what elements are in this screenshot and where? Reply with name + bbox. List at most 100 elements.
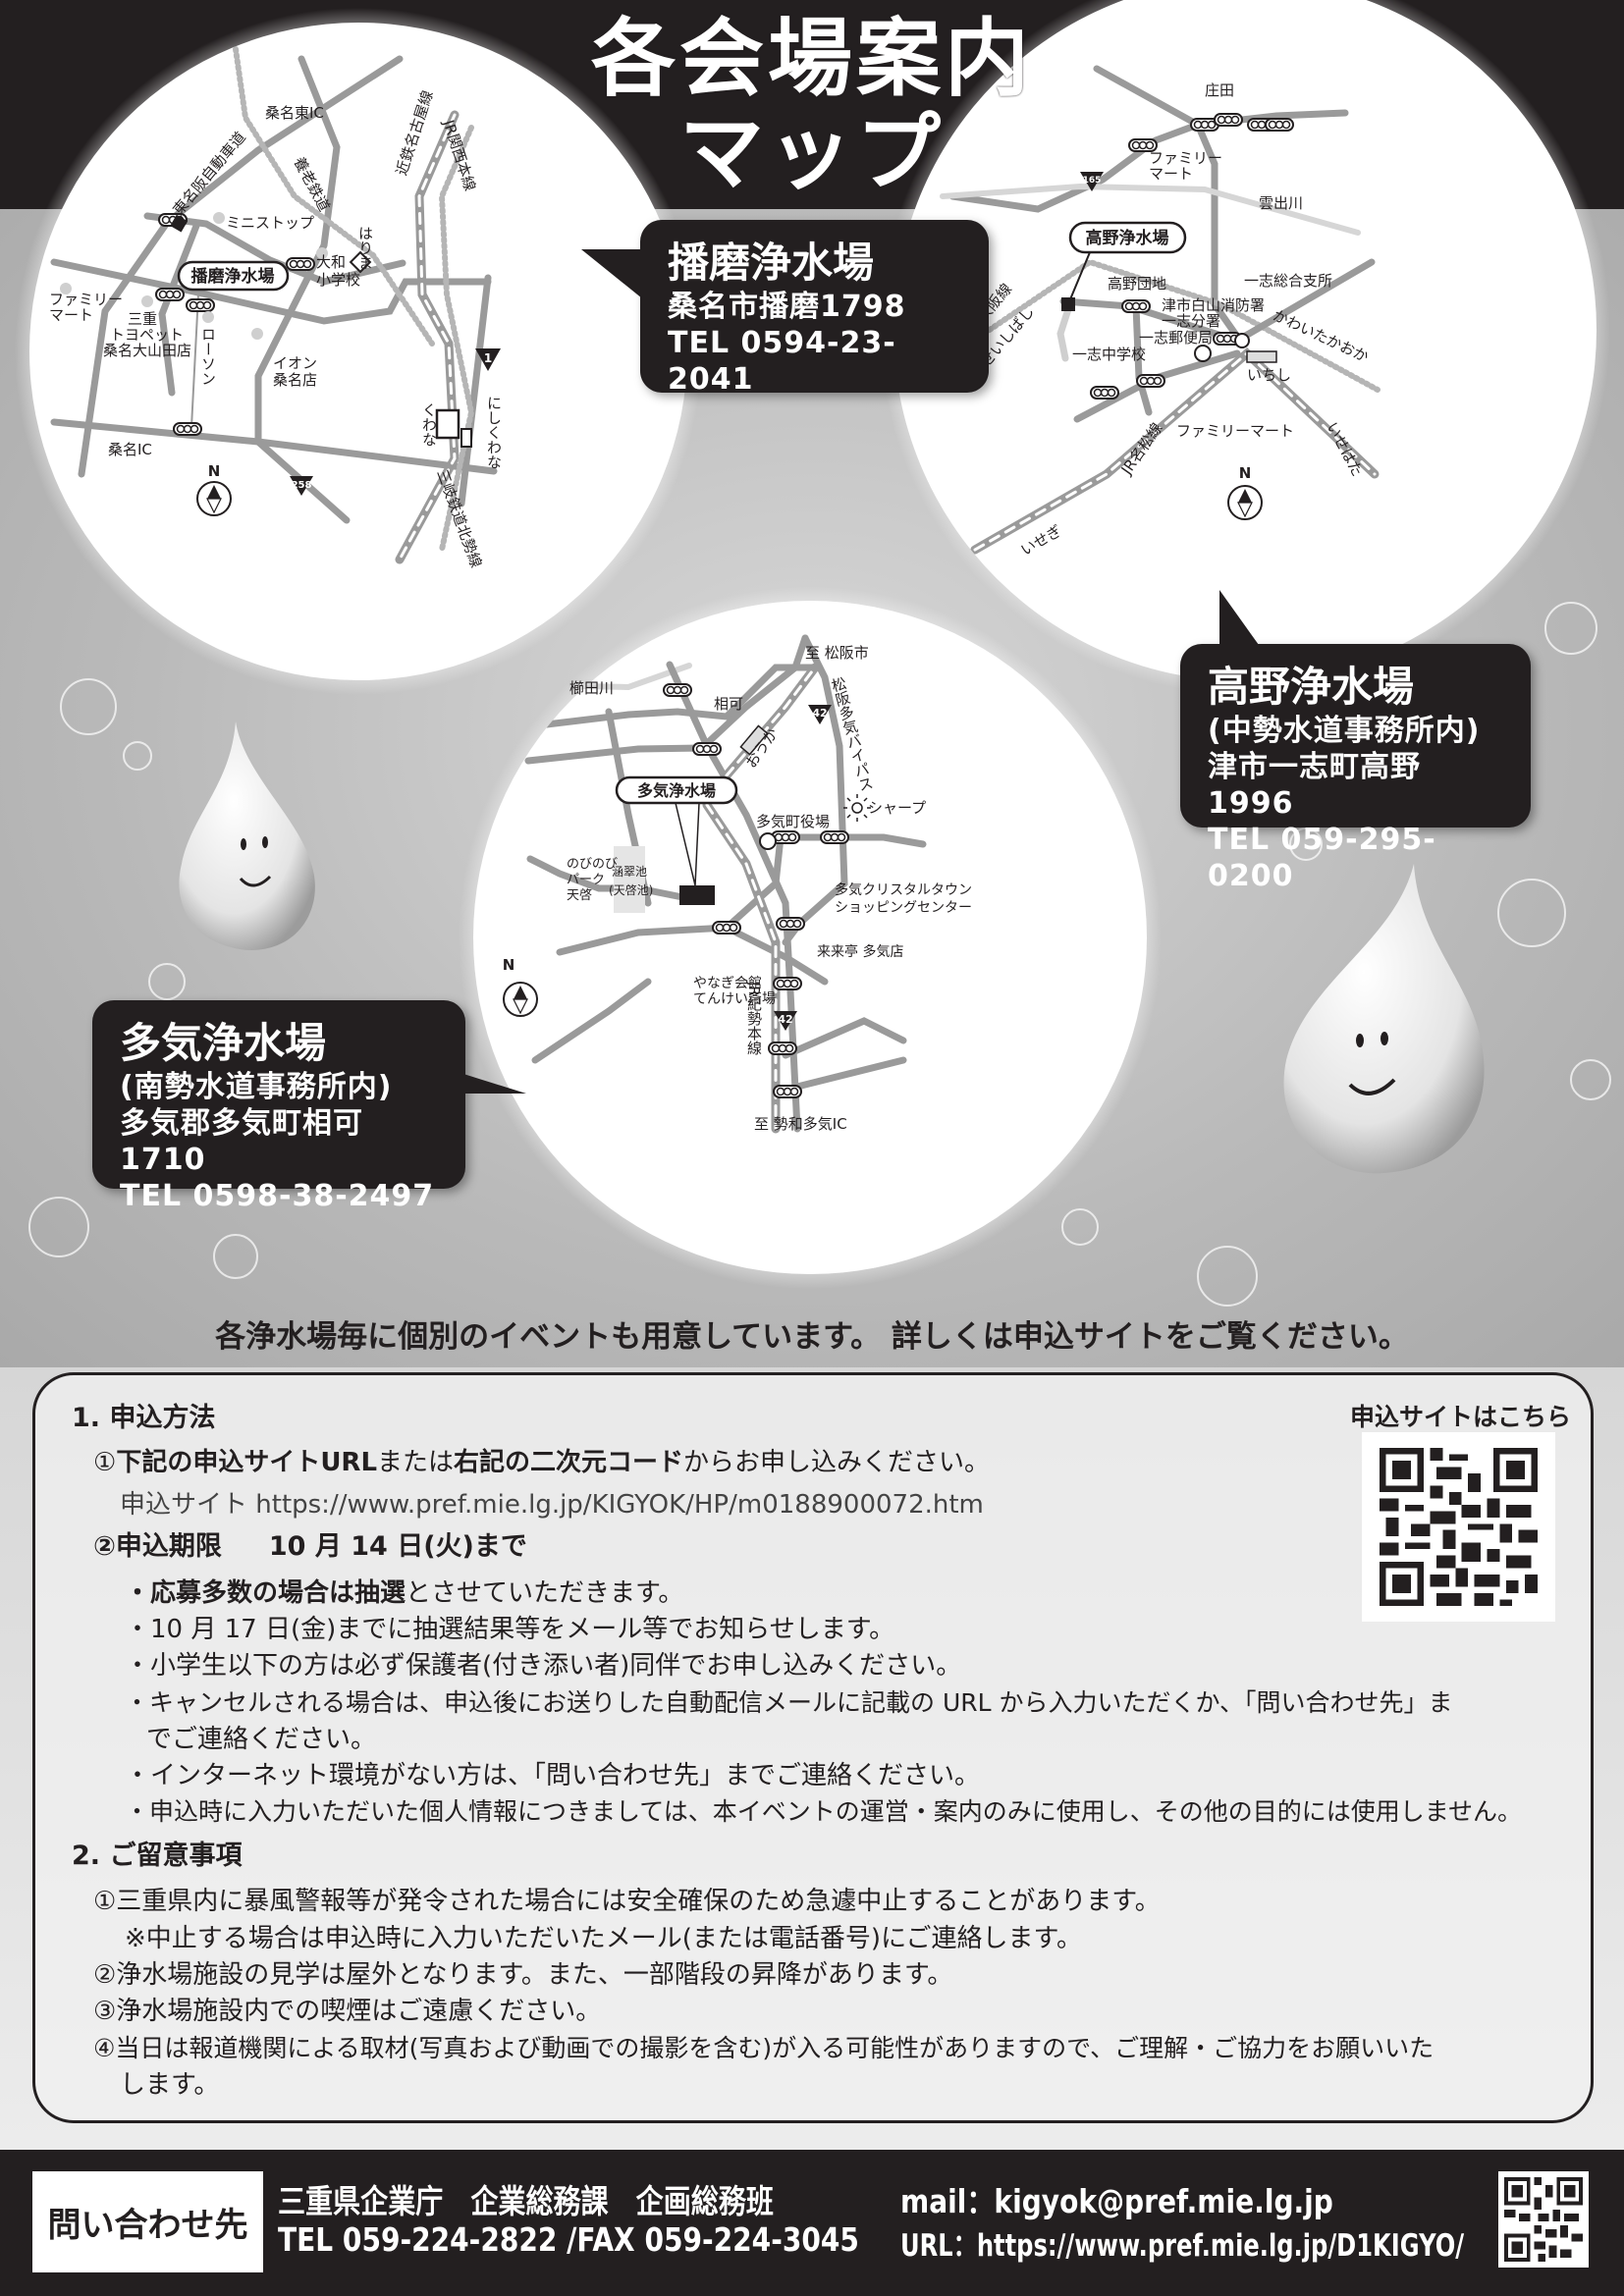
apply-site-url[interactable]: 申込サイト https://www.pref.mie.lg.jp/KIGYOK/… [120, 1490, 984, 1520]
compass-north-label: N [1239, 464, 1252, 482]
map-label: ミニストップ [226, 214, 314, 232]
footer-contact [0, 2150, 1624, 2296]
station-marker-icon [349, 250, 372, 274]
venue-office: (南勢水道事務所内) [120, 1070, 393, 1104]
map-label: 高野団地 [1108, 275, 1166, 293]
traffic-signal-icon [768, 1041, 797, 1055]
map-label: にしくわな [485, 396, 503, 469]
map-label: 相可 [714, 695, 743, 713]
qr-code-contact[interactable] [1498, 2171, 1589, 2268]
map-label: イオン [273, 354, 317, 372]
map-label: 一志総合支所 [1244, 272, 1332, 290]
text: または [377, 1448, 455, 1477]
map-label: ローソン [199, 327, 217, 386]
route-number: 1 [484, 351, 492, 365]
callout-taki: 多気浄水場 (南勢水道事務所内) 多気郡多気町相可1710 TEL 0598-3… [92, 1000, 526, 1213]
traffic-signal-icon [663, 683, 692, 697]
page-title: 各会場案内 マップ [0, 12, 1624, 200]
traffic-signal-icon [820, 830, 849, 844]
map-label: シャープ [868, 799, 926, 817]
map-label: 至 松阪市 [805, 644, 869, 662]
title-line-1: 各会場案内 [591, 10, 1033, 108]
town-office-icon [1234, 333, 1250, 348]
qr-code-icon [1504, 2177, 1583, 2262]
route-number: 42 [812, 707, 827, 720]
map-label: トヨペット [110, 326, 184, 344]
bubble-decorations [28, 602, 1611, 1307]
map-label: 櫛田川 [569, 679, 614, 697]
traffic-signal-icon [155, 288, 185, 301]
map-label: 桑名店 [273, 371, 317, 389]
route-marker-icon [808, 705, 832, 724]
map-takano: 高野浄水場 庄田 ファミリー マート 165 雲出川 高野団地 津市白山消防署 … [880, 0, 1610, 695]
map-label: 大和 [316, 253, 346, 271]
map-label: 津市白山消防署 [1162, 296, 1265, 314]
venue-tel: TEL 0594-23-2041 [668, 326, 896, 397]
bullet-item: ・申込時に入力いただいた個人情報につきましては、本イベントの運営・案内のみに使用… [125, 1797, 1523, 1826]
map-label: 桑名IC [108, 441, 152, 458]
qr-code-apply[interactable] [1362, 1432, 1555, 1622]
callout-pointer [581, 249, 642, 298]
route-marker-icon [1080, 172, 1104, 191]
sun-icon [843, 794, 871, 822]
map-label: 三重 [128, 310, 157, 328]
map-label: 多気クリスタルタウン [835, 881, 972, 898]
pond [614, 846, 645, 913]
route-number: 258 [292, 480, 312, 491]
station-marker-icon [460, 428, 472, 448]
station-marker-icon [1246, 350, 1277, 363]
contact-organization: 三重県企業庁 企業総務課 企画総務班 [278, 2182, 774, 2220]
qr-code-icon [1380, 1448, 1538, 1606]
note-item-continued: します。 [120, 2070, 220, 2100]
callout-harima: 播磨浄水場 桑名市播磨1798 TEL 0594-23-2041 [581, 220, 989, 397]
note-item: ②浄水場施設の見学は屋外となります。また、一部階段の昇降があります。 [93, 1960, 953, 1990]
contact-url[interactable]: URL：https://www.pref.mie.lg.jp/D1KIGYO/ [900, 2228, 1465, 2264]
map-label: JR紀勢本線 [745, 981, 763, 1055]
traffic-signal-icon [1090, 386, 1119, 400]
map-label: 小学校 [316, 271, 360, 289]
map-pill-label: 高野浄水場 [1086, 228, 1169, 248]
step-number: ① [93, 1448, 117, 1477]
traffic-signal-icon [286, 257, 315, 271]
bullet-item: ・インターネット環境がない方は、「問い合わせ先」までご連絡ください。 [125, 1761, 981, 1790]
map-label: 桑名大山田店 [103, 342, 191, 359]
map-label: マート [1149, 165, 1193, 183]
map-label: (天啓池) [609, 882, 653, 897]
map-label: 涵翠池 [612, 865, 647, 879]
text: からお申し込みください。 [683, 1448, 991, 1477]
deadline-date: 10 月 14 日(火)まで [268, 1531, 527, 1562]
map-label: 来来亭 多気店 [817, 943, 903, 960]
section-heading-notes: 2. ご留意事項 [72, 1841, 243, 1871]
venue-tel: TEL 059-295-0200 [1208, 823, 1436, 893]
map-label: くわな [420, 402, 438, 447]
map-pill-label: 播磨浄水場 [191, 266, 275, 287]
route-marker-icon [475, 348, 501, 371]
station-marker-icon [435, 408, 460, 440]
traffic-signal-icon [173, 422, 202, 436]
landmark-dots [60, 212, 328, 340]
section-heading-apply: 1. 申込方法 [72, 1403, 216, 1433]
note-item: ※中止する場合は申込時に入力いただいたメール(または電話番号)にご連絡します。 [125, 1924, 1082, 1953]
traffic-signal-icon [692, 742, 722, 756]
traffic-signal-icon [1136, 374, 1165, 388]
callout-pointer [463, 1074, 526, 1094]
traffic-signal-icon [776, 917, 805, 931]
map-label: ファミリー [1149, 149, 1222, 167]
venue-office: (中勢水道事務所内) [1208, 714, 1481, 748]
map-label: 天啓 [567, 888, 592, 903]
qr-emphasis: 右記の二次元コード [454, 1448, 684, 1477]
map-label: ファミリーマート [1176, 422, 1294, 440]
map-label: 桑名東IC [265, 104, 324, 122]
route-marker-icon [290, 476, 313, 496]
map-label: やなぎ会館 [693, 975, 762, 991]
map-label: 至 勢和多気IC [754, 1115, 847, 1133]
map-label: 一志郵便局 [1139, 329, 1213, 347]
traffic-signal-icon [1121, 299, 1151, 313]
contact-email[interactable]: mail：kigyok@pref.mie.lg.jp [900, 2182, 1333, 2220]
map-label: 庄田 [1205, 81, 1234, 99]
apply-method-line: ①下記の申込サイトURLまたは右記の二次元コードからお申し込みください。 [93, 1446, 990, 1479]
map-label: パーク [567, 873, 605, 887]
map-label: 多気町役場 [756, 813, 830, 830]
venue-tel: TEL 0598-38-2497 [120, 1179, 435, 1213]
venue-address: 津市一志町高野1996 [1208, 750, 1421, 821]
